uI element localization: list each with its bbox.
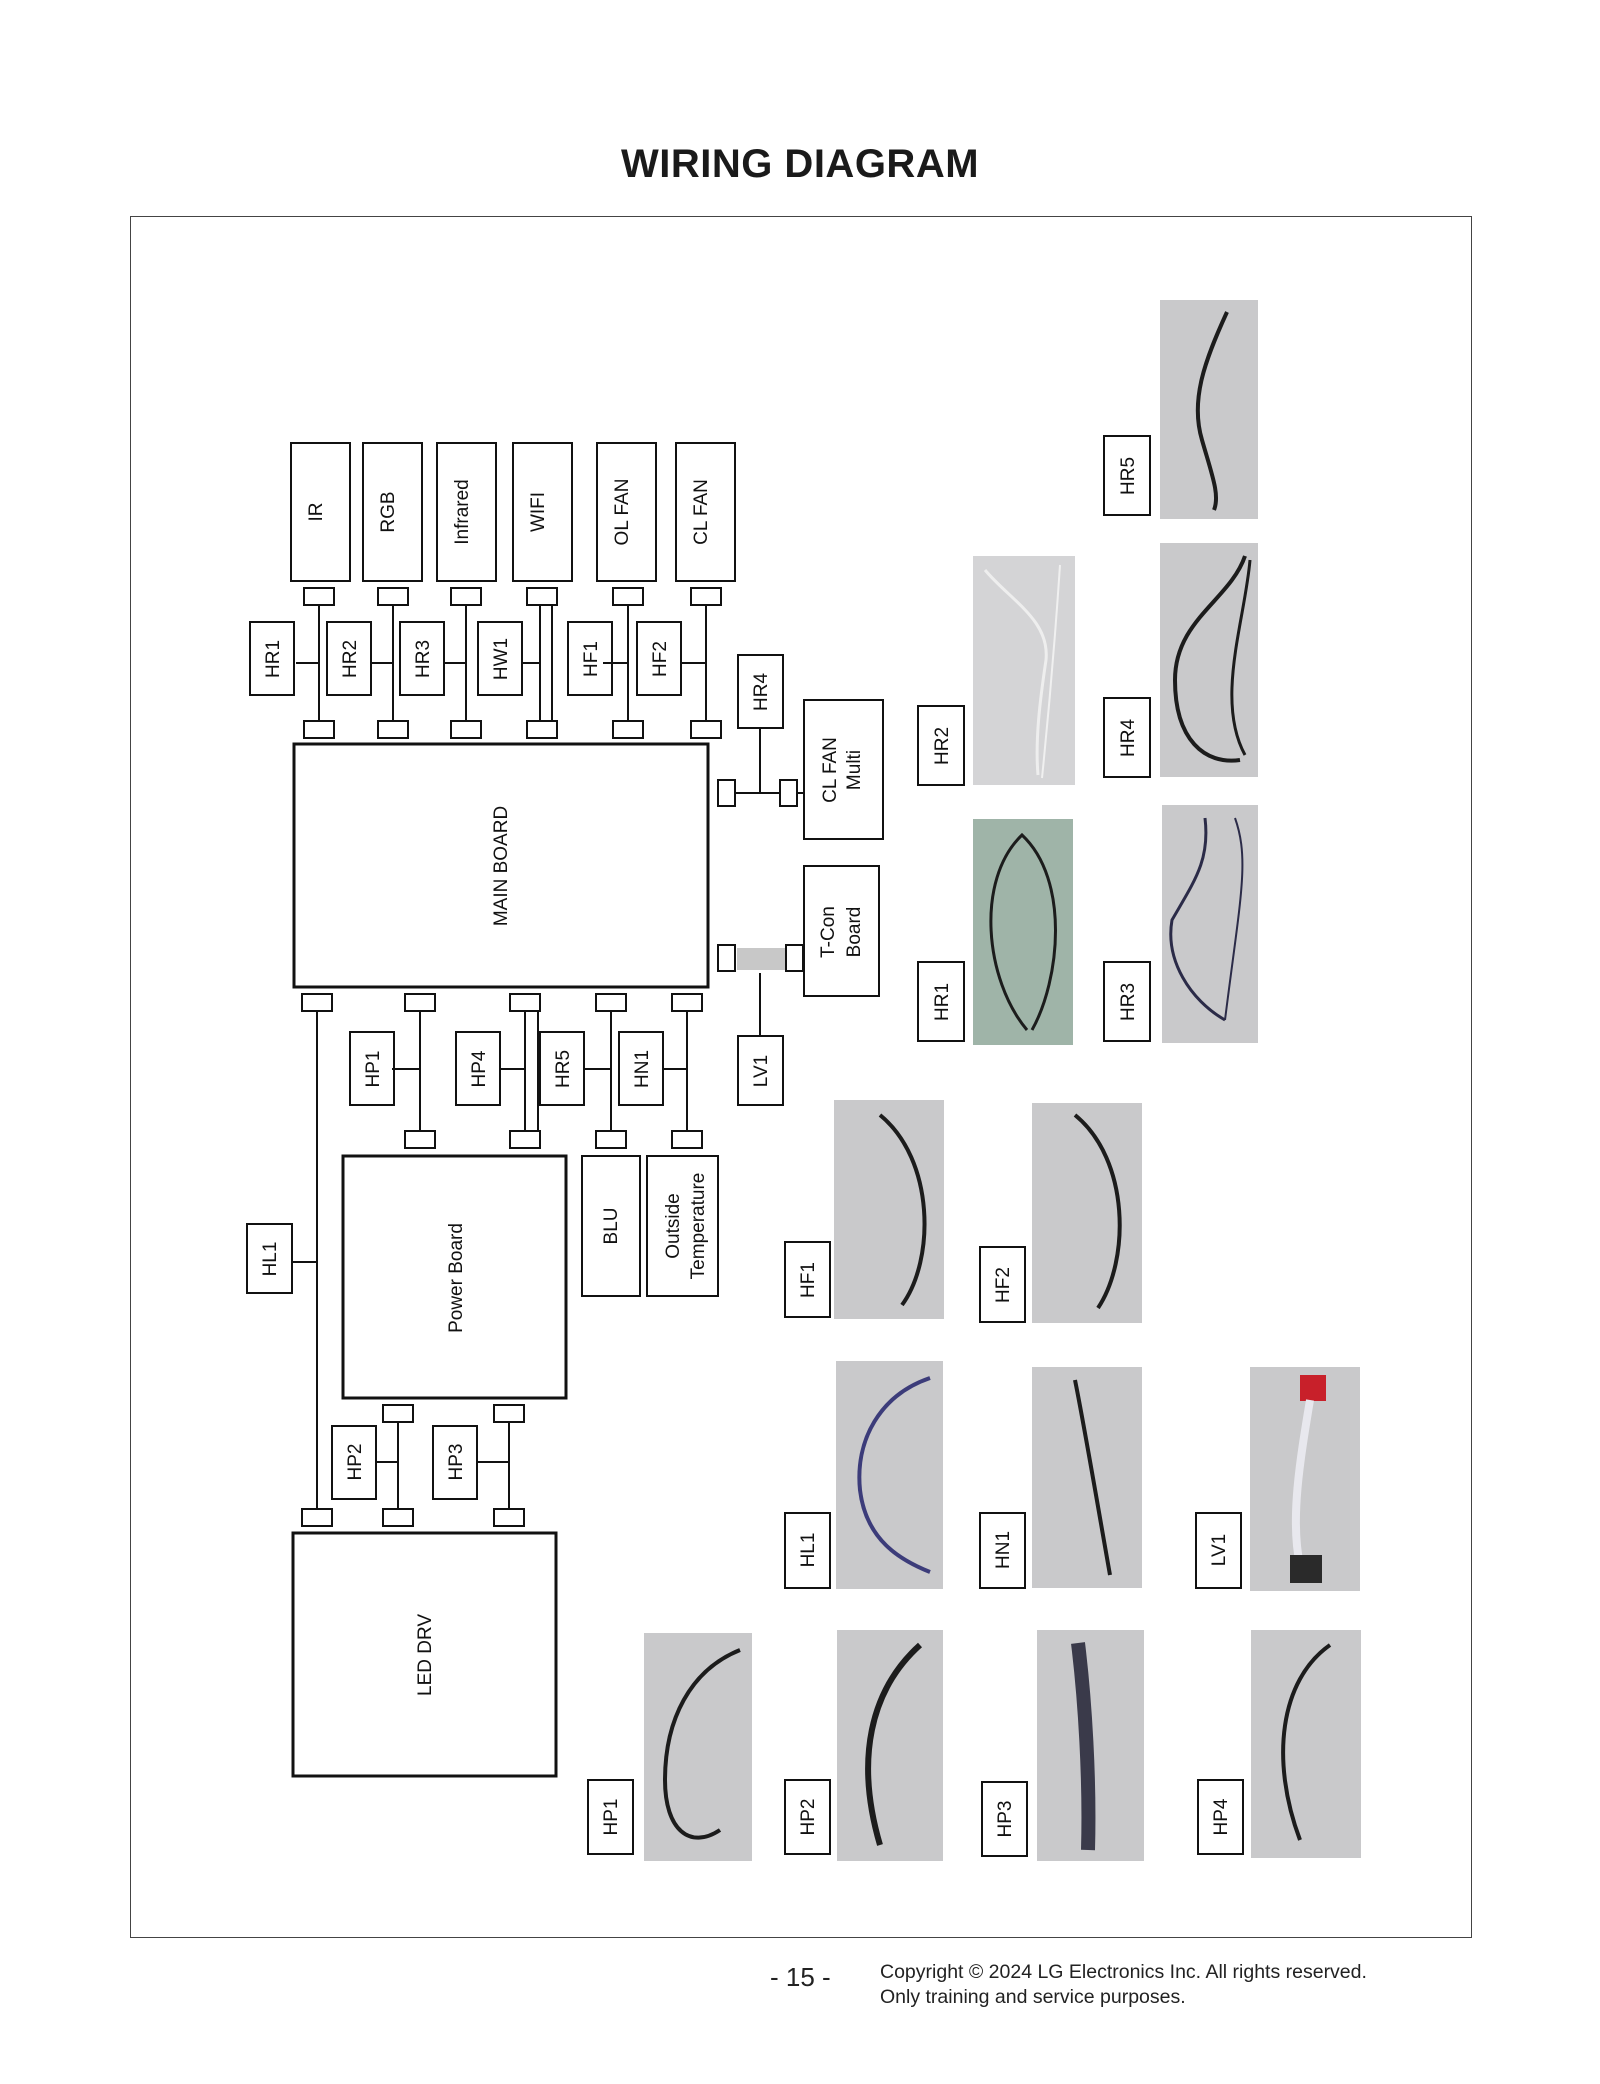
copyright-line-2: Only training and service purposes. — [880, 1986, 1186, 2008]
hl1-label: HL1 — [260, 1242, 281, 1277]
photo-hn1-label: HN1 — [993, 1531, 1014, 1569]
photo-hr1: HR1 — [917, 819, 1073, 1045]
hn1-label: HN1 — [632, 1050, 653, 1088]
infrared-label: Infrared — [452, 479, 473, 544]
hr1-label: HR1 — [263, 640, 284, 678]
photo-hp4: HP4 — [1197, 1630, 1361, 1858]
copyright: Copyright © 2024 LG Electronics Inc. All… — [880, 1960, 1367, 2010]
blu-label: BLU — [601, 1208, 622, 1245]
photo-hp2: HP2 — [784, 1630, 943, 1861]
hp4-label: HP4 — [469, 1050, 490, 1087]
photo-hr3: HR3 — [1103, 805, 1258, 1043]
wifi-module-box — [512, 442, 573, 582]
lv1-label: LV1 — [751, 1055, 772, 1087]
outside-temperature-label-2: Temperature — [688, 1173, 709, 1280]
outside-temperature-box — [646, 1155, 719, 1297]
main-board-box — [292, 742, 710, 989]
cl-fan-multi-label-2: Multi — [844, 750, 865, 790]
hr3-label: HR3 — [413, 640, 434, 678]
outside-temperature-label-1: Outside — [663, 1193, 684, 1258]
cl-fan-multi-box — [803, 699, 884, 840]
photo-hr5: HR5 — [1103, 300, 1258, 519]
tcon-label-1: T-Con — [818, 906, 839, 958]
cl-fan-multi-label-1: CL FAN — [820, 737, 841, 803]
photo-hp3-label: HP3 — [995, 1801, 1016, 1838]
tcon-label-2: Board — [844, 907, 865, 958]
photo-hl1-label: HL1 — [798, 1533, 819, 1568]
photo-hr1-label: HR1 — [932, 983, 953, 1021]
photo-hp3: HP3 — [981, 1630, 1144, 1861]
photo-hf1: HF1 — [784, 1100, 944, 1319]
photo-hr3-label: HR3 — [1118, 983, 1139, 1021]
hp1-label: HP1 — [363, 1051, 384, 1088]
photo-hr2: HR2 — [917, 556, 1075, 786]
infrared-module-box — [436, 442, 497, 582]
lvds-ribbon — [737, 948, 785, 970]
copyright-line-1: Copyright © 2024 LG Electronics Inc. All… — [880, 1961, 1367, 1983]
led-drv-label: LED DRV — [415, 1614, 436, 1696]
photo-hp1-label: HP1 — [601, 1799, 622, 1836]
ol-fan-label: OL FAN — [612, 479, 633, 546]
photo-hr2-label: HR2 — [932, 727, 953, 765]
photo-hp4-label: HP4 — [1211, 1798, 1232, 1835]
photo-lv1-label: LV1 — [1209, 1534, 1230, 1566]
page-number: - 15 - — [770, 1962, 831, 1992]
photo-hr4-label: HR4 — [1118, 719, 1139, 757]
wifi-label: WIFI — [528, 492, 549, 532]
diagram-frame — [130, 216, 1472, 1938]
hr5-label: HR5 — [553, 1050, 574, 1088]
photo-hf2: HF2 — [979, 1103, 1142, 1323]
photo-hf2-label: HF2 — [993, 1267, 1014, 1303]
photo-hr4: HR4 — [1103, 543, 1258, 778]
hp3-label: HP3 — [446, 1444, 467, 1481]
main-board-label: MAIN BOARD — [491, 806, 512, 926]
hr2-label: HR2 — [340, 640, 361, 678]
power-board-label: Power Board — [446, 1223, 467, 1333]
photo-hp2-label: HP2 — [798, 1799, 819, 1836]
rgb-label: RGB — [378, 491, 399, 532]
rgb-module-box — [362, 442, 423, 582]
photo-hf1-label: HF1 — [798, 1262, 819, 1298]
tcon-board-box — [803, 865, 880, 997]
power-board-box — [341, 1154, 568, 1400]
photo-hp1: HP1 — [587, 1633, 752, 1861]
photo-hr5-label: HR5 — [1118, 457, 1139, 495]
page-title: WIRING DIAGRAM — [620, 142, 980, 186]
cl-fan-label: CL FAN — [691, 479, 712, 545]
hp2-label: HP2 — [345, 1444, 366, 1481]
cl-fan-module-box — [675, 442, 736, 582]
ol-fan-module-box — [596, 442, 657, 582]
photo-hn1: HN1 — [979, 1367, 1142, 1589]
photo-lv1: LV1 — [1195, 1367, 1360, 1591]
led-drv-box — [291, 1531, 558, 1778]
ir-label: IR — [306, 503, 327, 522]
hf1-label: HF1 — [581, 641, 602, 677]
hw1-label: HW1 — [491, 638, 512, 680]
hr4-label: HR4 — [751, 673, 772, 711]
ir-module-box — [290, 442, 351, 582]
blu-box — [581, 1155, 641, 1297]
photo-hl1: HL1 — [784, 1361, 943, 1589]
hf2-label: HF2 — [650, 641, 671, 677]
